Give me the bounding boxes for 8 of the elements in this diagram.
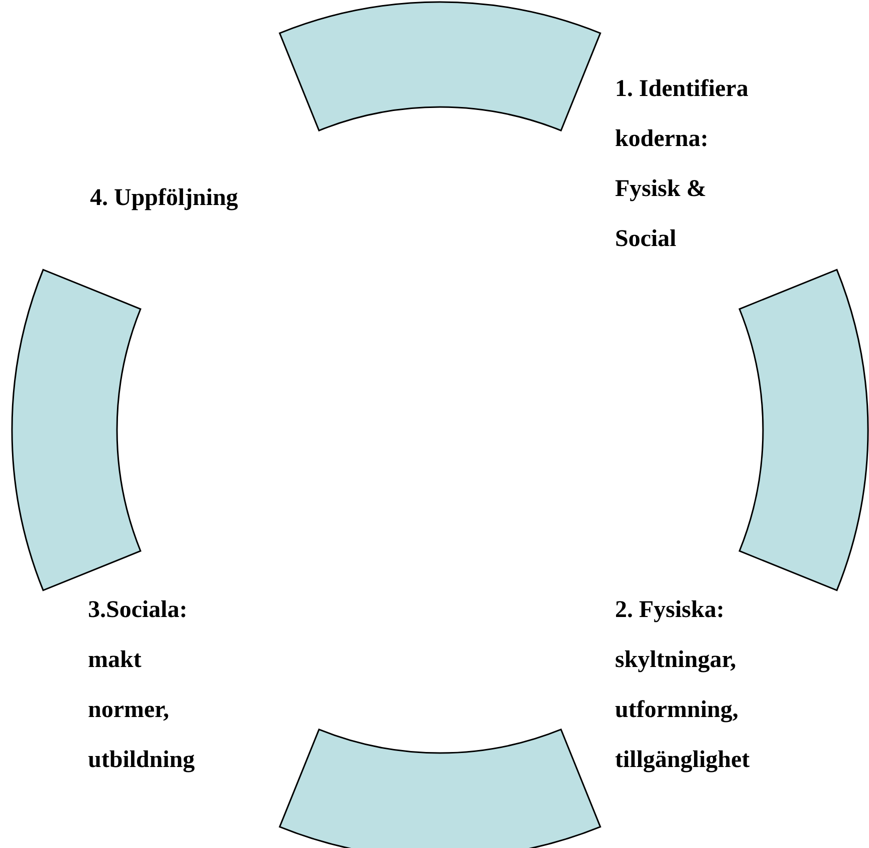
step-label: 2. Fysiska: skyltningar, utformning, tillgänglighet	[615, 596, 751, 775]
arc-segment	[278, 1, 602, 132]
arc-segment	[11, 268, 142, 592]
step-label: 4. Uppföljning	[90, 184, 238, 213]
step-label: 1. Identifiera koderna: Fysisk & Social	[615, 75, 750, 254]
arc-segment	[278, 728, 602, 848]
arc-segment	[738, 268, 869, 592]
step-label: 3.Sociala: makt normer, utbildning	[88, 596, 196, 775]
